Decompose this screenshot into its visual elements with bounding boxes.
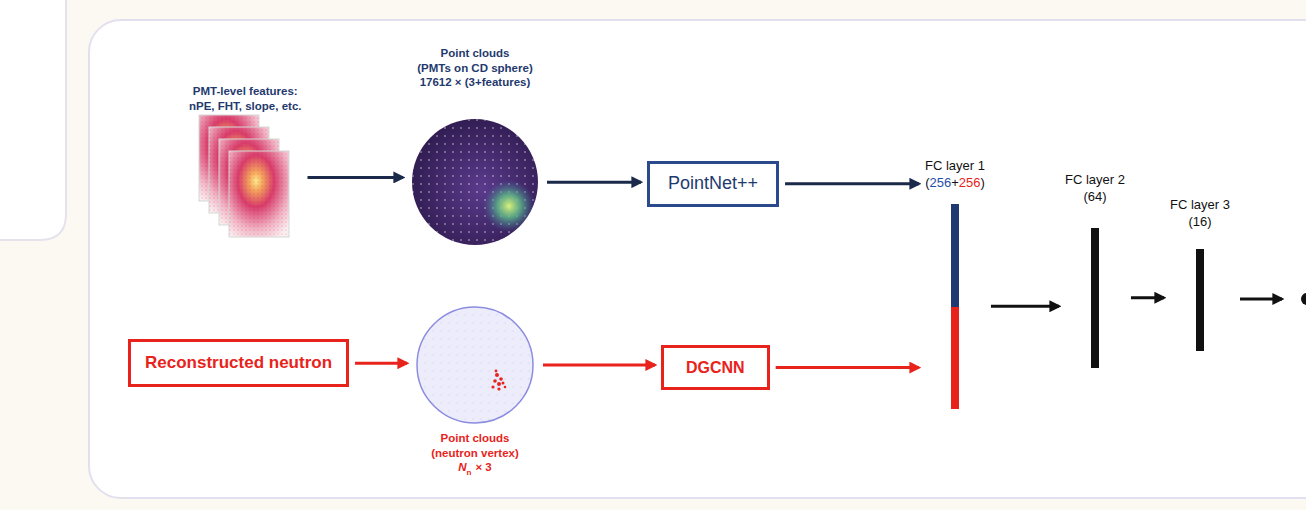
- text-line: (16): [1170, 214, 1230, 231]
- node-text: FC layer 3: [1170, 197, 1230, 212]
- fc-layer: FC layer 1 (256+256): [925, 158, 985, 409]
- node-text: (16): [1188, 214, 1211, 229]
- node-text: DGCNN: [686, 359, 745, 376]
- node-text: +: [951, 175, 959, 190]
- node-text: Point clouds: [441, 47, 510, 59]
- text-line: FC layer 2: [1065, 172, 1125, 189]
- process-box: DGCNN: [661, 345, 770, 390]
- node-text: 17612 × (3+features): [420, 76, 531, 88]
- output-dot: [1301, 293, 1306, 305]
- flow-arrow: [991, 305, 1059, 308]
- flow-arrow: [307, 176, 403, 179]
- flow-arrow: [547, 181, 641, 184]
- pmt-sphere: [409, 116, 541, 248]
- neutron-sphere: [413, 303, 537, 427]
- input-box: Reconstructed neutron: [128, 339, 349, 387]
- fc-layer: FC layer 3 (16): [1170, 197, 1230, 351]
- flow-arrow: [785, 182, 919, 185]
- text-line: (64): [1065, 189, 1125, 206]
- text-line: Nn× 3: [413, 460, 537, 478]
- feature-maps: PMT-level features: nPE, FHT, slope, etc.: [189, 84, 301, 241]
- text-line: FC layer 3: [1170, 197, 1230, 214]
- text-line: (neutron vertex): [413, 446, 537, 461]
- flow-arrow: [1131, 296, 1164, 299]
- process-box: PointNet++: [647, 161, 779, 207]
- flow-arrow: [776, 366, 919, 369]
- node-text: FC layer 1: [925, 158, 985, 173]
- node-text: Point clouds: [441, 432, 510, 444]
- flow-arrow: [543, 364, 655, 367]
- fc-layer: FC layer 2 (64): [1065, 172, 1125, 368]
- text-line: (PMTs on CD sphere): [409, 61, 541, 76]
- node-text: 256: [959, 175, 981, 190]
- node-text: (neutron vertex): [431, 447, 519, 459]
- node-text: Reconstructed neutron: [145, 353, 332, 372]
- text-line: Point clouds: [409, 46, 541, 61]
- text-line: 17612 × (3+features): [409, 75, 541, 90]
- node-text: n: [467, 468, 472, 477]
- heatmap-stack: [197, 113, 293, 241]
- text-line: Reconstructed neutron: [145, 353, 332, 373]
- text-line: (256+256): [925, 175, 985, 192]
- node-text: FC layer 2: [1065, 172, 1125, 187]
- text-line: DGCNN: [686, 358, 745, 377]
- node-text: nPE, FHT, slope, etc.: [189, 100, 301, 112]
- node-text: N: [458, 461, 466, 473]
- side-panel: [0, 0, 66, 240]
- text-line: PMT-level features:: [189, 84, 301, 99]
- text-line: PointNet++: [668, 173, 758, 195]
- node-text: (: [925, 175, 929, 190]
- node-text: (64): [1083, 189, 1106, 204]
- output-arrow: [1240, 298, 1282, 301]
- text-line: Point clouds: [413, 431, 537, 446]
- fc-bar: [1195, 249, 1205, 351]
- point-cloud-sphere: Point clouds (PMTs on CD sphere) 17612 × (…: [409, 46, 541, 248]
- node-text: PointNet++: [668, 173, 758, 193]
- node-text: (PMTs on CD sphere): [417, 62, 532, 74]
- main-panel: [89, 20, 1306, 498]
- node-text: × 3: [475, 461, 491, 473]
- point-cloud-sphere: Point clouds(neutron vertex)Nn× 3: [413, 303, 537, 478]
- node-text: PMT-level features:: [193, 85, 298, 97]
- fc-bar: [1090, 228, 1100, 368]
- text-line: FC layer 1: [925, 158, 985, 175]
- fc-bar: [950, 204, 960, 409]
- flow-arrow: [355, 362, 407, 365]
- text-line: nPE, FHT, slope, etc.: [189, 99, 301, 114]
- node-text: 256: [929, 175, 951, 190]
- node-text: ): [980, 175, 984, 190]
